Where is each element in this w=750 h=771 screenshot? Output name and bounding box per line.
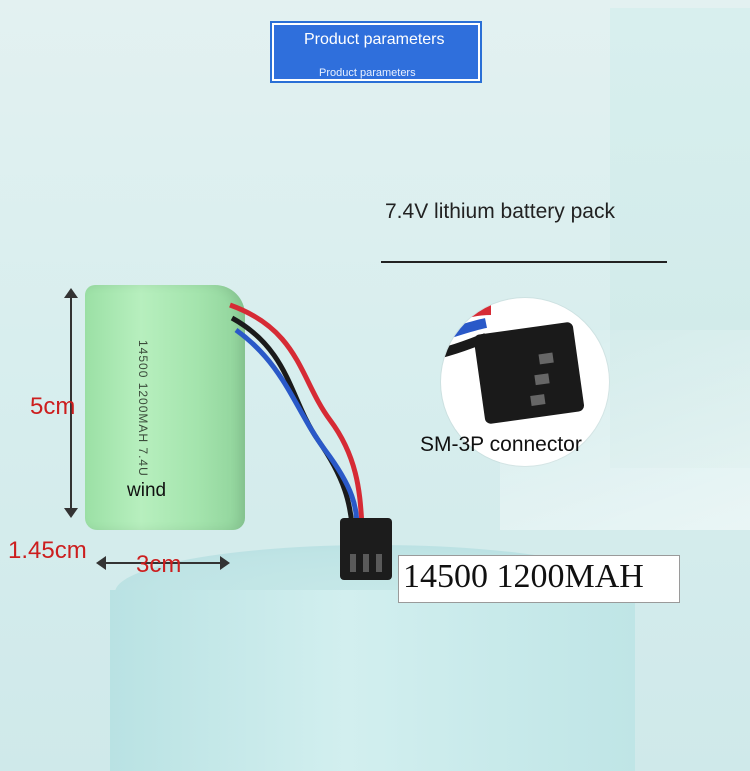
- plug-pin: [376, 554, 382, 572]
- product-title: 7.4V lithium battery pack: [385, 200, 615, 223]
- height-dimension-line: [70, 290, 72, 515]
- connector-slot: [530, 394, 546, 406]
- battery-print-text: 14500 1200MAH 7.4U: [136, 340, 150, 477]
- connector-label: SM-3P connector: [420, 433, 582, 456]
- plug-pin: [350, 554, 356, 572]
- header-banner-inner: Product parameters Product parameters: [274, 25, 478, 79]
- height-arrow-top-icon: [64, 288, 78, 298]
- title-divider: [381, 261, 667, 263]
- header-banner: Product parameters Product parameters: [270, 21, 482, 83]
- header-title: Product parameters: [304, 31, 445, 48]
- spec-label: 14500 1200MAH: [403, 558, 644, 595]
- closeup-wire-red: [449, 305, 492, 323]
- width-arrow-left-icon: [96, 556, 106, 570]
- width-dimension-label: 3cm: [136, 551, 182, 578]
- connector-closeup-image: [441, 298, 609, 466]
- width-arrow-right-icon: [220, 556, 230, 570]
- height-dimension-label: 5cm: [30, 393, 76, 420]
- plug-pin: [363, 554, 369, 572]
- connector-housing: [473, 321, 585, 425]
- sm3p-plug-image: [340, 518, 392, 580]
- connector-slot: [538, 352, 554, 365]
- depth-dimension-label: 1.45cm: [8, 537, 87, 564]
- spec-label-box: 14500 1200MAH: [398, 555, 680, 603]
- width-dimension-line: [100, 562, 225, 564]
- closeup-wire-blue: [441, 318, 488, 341]
- pedestal-body: [110, 590, 635, 771]
- wind-label: wind: [127, 480, 167, 501]
- battery-pack-image: [85, 285, 245, 530]
- height-arrow-bottom-icon: [64, 508, 78, 518]
- header-subtitle: Product parameters: [319, 67, 416, 79]
- connector-slot: [534, 373, 550, 386]
